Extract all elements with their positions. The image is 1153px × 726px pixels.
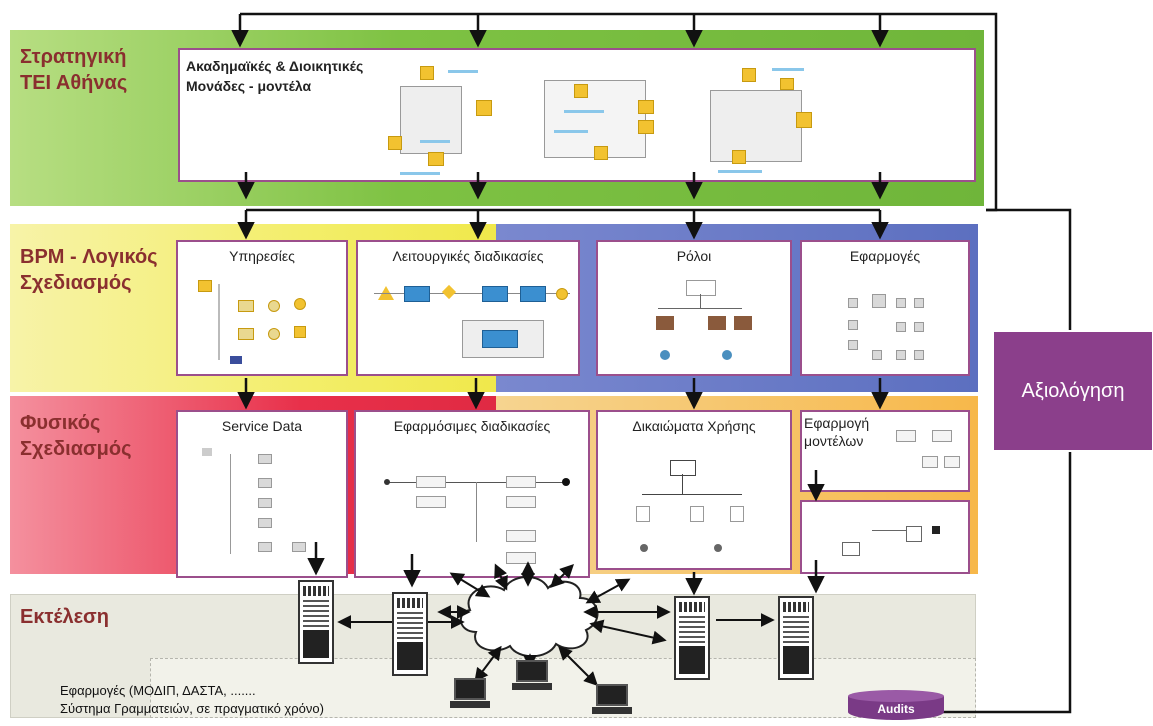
applications-box: Εφαρμογές bbox=[800, 240, 970, 376]
usage-rights-title: Δικαιώματα Χρήσης bbox=[632, 418, 756, 434]
model-application-diagram bbox=[892, 426, 966, 486]
execution-label: Εκτέλεση bbox=[20, 606, 109, 628]
roles-box: Ρόλοι bbox=[596, 240, 792, 376]
evaluation-box: Αξιολόγηση bbox=[994, 332, 1152, 450]
server-1 bbox=[298, 580, 334, 664]
applicable-processes-diagram bbox=[376, 462, 576, 572]
functional-processes-box: Λειτουργικές διαδικασίες bbox=[356, 240, 580, 376]
service-data-box: Service Data bbox=[176, 410, 348, 578]
client-pc-2 bbox=[512, 660, 552, 690]
network-cloud bbox=[460, 575, 599, 658]
usage-rights-box: Δικαιώματα Χρήσης bbox=[596, 410, 792, 570]
applicable-processes-box: Εφαρμόσιμες διαδικασίες bbox=[354, 410, 590, 578]
model-application-runtime-diagram bbox=[832, 516, 952, 566]
applications-title: Εφαρμογές bbox=[849, 248, 921, 264]
execution-note: Εφαρμογές (ΜΟΔΙΠ, ΔΑΣΤΑ, ....... Σύστημα… bbox=[60, 683, 324, 716]
strategy-models-box: Ακαδημαϊκές & Διοικητικές Μονάδες - μοντ… bbox=[178, 48, 976, 182]
roles-diagram bbox=[638, 276, 768, 370]
audits-label: Audits bbox=[877, 702, 915, 716]
server-4 bbox=[778, 596, 814, 680]
unit-model-diagram-3 bbox=[696, 60, 826, 178]
client-pc-3 bbox=[592, 684, 632, 714]
model-application-runtime-box bbox=[800, 500, 970, 574]
functional-processes-title: Λειτουργικές διαδικασίες bbox=[392, 248, 544, 264]
audits-database: Audits bbox=[848, 690, 944, 720]
applications-diagram bbox=[842, 292, 942, 368]
service-data-tree bbox=[202, 448, 322, 568]
roles-title: Ρόλοι bbox=[676, 248, 712, 264]
unit-model-diagram-2 bbox=[534, 70, 664, 166]
services-box: Υπηρεσίες bbox=[176, 240, 348, 376]
unit-model-diagram-1 bbox=[380, 60, 500, 178]
physical-label: Φυσικός Σχεδιασμός bbox=[20, 412, 132, 460]
strategy-label: Στρατηγική ΤΕΙ Αθήνας bbox=[20, 46, 128, 94]
applicable-processes-title: Εφαρμόσιμες διαδικασίες bbox=[393, 418, 551, 434]
usage-rights-diagram bbox=[628, 458, 768, 568]
model-application-title: Εφαρμογή μοντέλων bbox=[804, 415, 870, 449]
service-data-title: Service Data bbox=[221, 418, 303, 434]
services-diagram bbox=[188, 272, 338, 372]
server-2 bbox=[392, 592, 428, 676]
client-pc-1 bbox=[450, 678, 490, 708]
functional-processes-diagram bbox=[372, 276, 572, 372]
strategy-box-title: Ακαδημαϊκές & Διοικητικές Μονάδες - μοντ… bbox=[186, 58, 364, 94]
evaluation-label: Αξιολόγηση bbox=[1021, 379, 1125, 402]
server-3 bbox=[674, 596, 710, 680]
services-title: Υπηρεσίες bbox=[229, 248, 295, 264]
bpm-label: BPM - Λογικός Σχεδιασμός bbox=[20, 246, 158, 294]
model-application-box: Εφαρμογή μοντέλων bbox=[800, 410, 970, 492]
